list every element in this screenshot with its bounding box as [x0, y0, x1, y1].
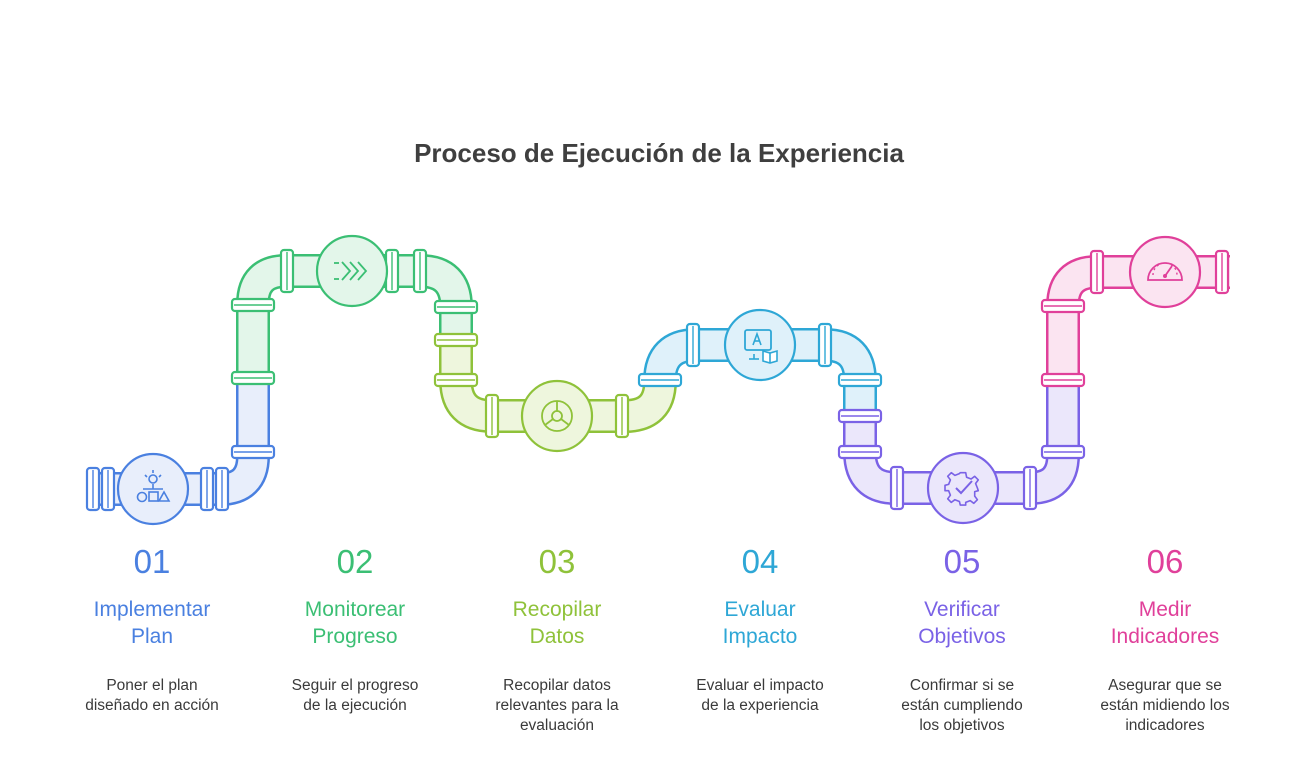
step-title-line: Evaluar [724, 598, 796, 621]
step-title-line: Progreso [312, 625, 398, 648]
step-number: 02 [336, 543, 374, 580]
step-desc-line: están midiendo los [1100, 697, 1230, 714]
step-title-line: Impacto [722, 625, 798, 648]
step-3: 03 Recopilar Datos Recopilar datos relev… [457, 540, 657, 736]
step-title: Evaluar Impacto [660, 596, 860, 652]
step-4: 04 Evaluar Impacto Evaluar el impacto de… [660, 540, 860, 716]
step-title-line: Objetivos [918, 625, 1006, 648]
step-description: Seguir el progreso de la ejecución [255, 676, 455, 716]
step-description: Poner el plan diseñado en acción [52, 676, 252, 716]
step-6: 06 Medir Indicadores Asegurar que se est… [1065, 540, 1265, 736]
step-number: 05 [943, 543, 981, 580]
step-title-line: Monitorear [304, 598, 406, 621]
forward-chevrons-icon [315, 234, 389, 308]
step-description: Asegurar que se están midiendo los indic… [1065, 676, 1265, 736]
gear-check-icon [926, 451, 1000, 525]
gauge-icon [1128, 235, 1202, 309]
diagram-title: Proceso de Ejecución de la Experiencia [414, 138, 904, 168]
screen-book-icon [723, 308, 797, 382]
step-desc-line: de la experiencia [701, 697, 819, 714]
step-desc-line: Recopilar datos [503, 677, 611, 694]
step-title-line: Implementar [93, 598, 211, 621]
step-title-line: Datos [529, 625, 585, 648]
step-description: Evaluar el impacto de la experiencia [660, 676, 860, 716]
step-title: Implementar Plan [52, 596, 252, 652]
step-desc-line: evaluación [519, 717, 595, 734]
step-number: 04 [741, 543, 779, 580]
step-desc-line: Seguir el progreso [291, 677, 419, 694]
step-title-line: Recopilar [512, 598, 602, 621]
step-title-line: Medir [1138, 598, 1192, 621]
lightbulb-shapes-icon [116, 452, 190, 526]
pie-chart-icon [520, 379, 594, 453]
step-description: Confirmar si se están cumpliendo los obj… [862, 676, 1062, 736]
step-title-line: Indicadores [1110, 625, 1220, 648]
step-desc-line: diseñado en acción [85, 697, 219, 714]
step-desc-line: Confirmar si se [909, 677, 1015, 694]
step-5: 05 Verificar Objetivos Confirmar si se e… [862, 540, 1062, 736]
step-title: Verificar Objetivos [862, 596, 1062, 652]
step-number: 03 [538, 543, 576, 580]
step-desc-line: indicadores [1125, 717, 1205, 734]
step-desc-line: Asegurar que se [1108, 677, 1222, 694]
step-title: Recopilar Datos [457, 596, 657, 652]
step-title-line: Verificar [924, 598, 1000, 621]
step-desc-line: están cumpliendo [901, 697, 1023, 714]
step-number: 06 [1146, 543, 1184, 580]
step-title: Medir Indicadores [1065, 596, 1265, 652]
step-title: Monitorear Progreso [255, 596, 455, 652]
step-desc-line: los objetivos [919, 717, 1005, 734]
step-description: Recopilar datos relevantes para la evalu… [457, 676, 657, 736]
step-desc-line: de la ejecución [303, 697, 407, 714]
step-desc-line: Evaluar el impacto [696, 677, 824, 694]
step-desc-line: Poner el plan [106, 677, 198, 694]
step-number: 01 [133, 543, 171, 580]
step-title-line: Plan [130, 625, 174, 648]
step-2: 02 Monitorear Progreso Seguir el progres… [255, 540, 455, 716]
step-1: 01 Implementar Plan Poner el plan diseña… [52, 540, 252, 716]
step-desc-line: relevantes para la [495, 697, 619, 714]
